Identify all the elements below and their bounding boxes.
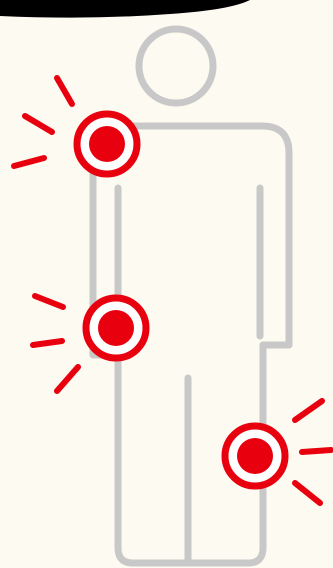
top-banner [0,0,250,18]
pain-marker-shoulder [14,78,137,174]
marker-dot [98,310,134,346]
marker-dot [237,438,273,474]
pain-rays [33,296,78,391]
pain-marker-knee [225,401,331,503]
pain-marker-hip [33,296,146,391]
head-outline [139,29,213,103]
marker-dot [89,126,125,162]
pain-rays [14,78,72,166]
pain-rays [295,401,331,503]
